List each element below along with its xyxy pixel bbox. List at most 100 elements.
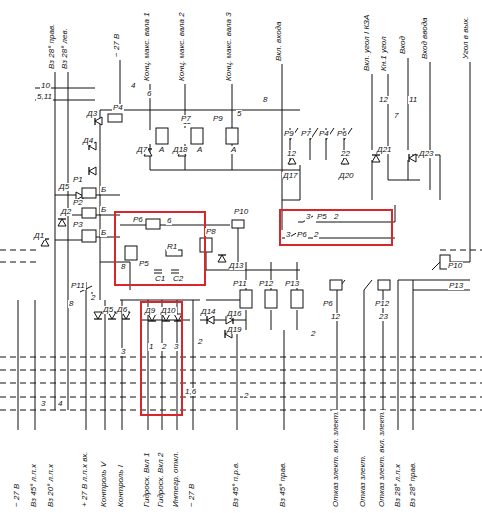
wire — [18, 58, 470, 430]
highlight-frame: 3Р523Р62 — [279, 209, 393, 246]
component-label: Р10 — [233, 208, 249, 216]
signal-name: − 27 В — [113, 33, 121, 58]
signal-name: Гидросх. Вкл 2 — [157, 452, 165, 508]
bus-line-dashed — [0, 250, 482, 410]
component-label: 12 — [286, 150, 297, 158]
component-label: А — [230, 146, 237, 154]
component-label: 6 — [166, 217, 172, 225]
diode-symbol — [89, 167, 96, 175]
diode-symbol — [58, 219, 66, 226]
component-label: 5 — [236, 110, 242, 118]
component-label: 3 — [173, 343, 179, 351]
component-label: Д1 — [33, 232, 45, 240]
signal-name: Вкл. входа — [275, 21, 283, 62]
component-label: 22 — [340, 150, 351, 158]
component-label: Д21 — [376, 146, 393, 154]
component-label: Д14 — [200, 308, 217, 316]
component-label: 3 — [305, 213, 311, 221]
diode-symbol — [341, 157, 349, 164]
signal-name: − 27 В — [13, 483, 21, 508]
wire — [337, 262, 470, 430]
wire — [120, 225, 300, 330]
relay-coil — [82, 114, 450, 308]
diode-symbol — [207, 316, 214, 324]
component-label: Б — [100, 206, 107, 214]
component-label: Д7 — [136, 146, 148, 154]
signal-name: Отказ злект. вкл. злект. — [332, 410, 340, 508]
component-label: Р11 — [70, 282, 86, 290]
relay-coil — [82, 230, 96, 242]
component-label: Д10 — [160, 307, 177, 315]
capacitor-symbol — [154, 270, 179, 273]
signal-name: Контроль V — [100, 461, 108, 508]
diode-symbol — [94, 312, 102, 319]
diode-symbol — [41, 239, 49, 246]
signal-name: Вз 45° л.п.х — [30, 463, 38, 508]
wire — [35, 88, 300, 262]
diode-symbol — [341, 157, 349, 164]
diode-symbol — [206, 316, 207, 324]
component-label: 3 — [285, 231, 291, 239]
component-label: А — [158, 146, 165, 154]
diode-symbol — [94, 318, 102, 319]
signal-name: Гидросх. Вкл 1 — [143, 452, 151, 508]
relay-coil — [82, 208, 96, 218]
bus-line-dashed — [0, 250, 482, 410]
component-label: 4 — [130, 82, 136, 90]
signal-name: Вз 20° л.п.х — [47, 463, 55, 508]
component-label: Р6 — [322, 300, 334, 308]
component-label: 6 — [146, 90, 152, 98]
diode-symbol — [88, 167, 89, 175]
diode-symbol — [95, 117, 102, 125]
diode-symbol — [218, 254, 226, 255]
signal-name: Вз 28° л.п.х — [394, 463, 402, 508]
component-label: 3 — [120, 348, 126, 356]
highlight-frame: Д9Д10123 — [140, 301, 183, 416]
diode-symbol — [162, 314, 170, 321]
component-label: Р7 — [180, 115, 192, 123]
signal-name: Вз 45° прав. — [279, 461, 287, 508]
component-label: Р1 — [72, 176, 84, 184]
component-label: Р2 — [72, 199, 84, 207]
relay-coil — [125, 246, 137, 260]
component-label: 3 — [40, 400, 46, 408]
component-label: Р6 — [336, 130, 348, 138]
signal-name: Вз 28° прав. — [48, 23, 56, 70]
component-label: Р8 — [205, 228, 217, 236]
component-label: Д2 — [60, 208, 72, 216]
diode-symbol — [372, 154, 380, 155]
component-label: 11 — [408, 96, 418, 104]
component-label: 1,6 — [184, 388, 197, 396]
diode-symbol — [89, 167, 96, 175]
component-label: 12 — [378, 96, 389, 104]
component-label: Р12 — [374, 300, 390, 308]
diode-symbol — [148, 314, 156, 321]
component-label: 2 — [310, 330, 316, 338]
diode-symbol — [122, 318, 130, 319]
signal-name: Вход — [399, 35, 407, 55]
highlight-frame: Р6Р5R1С1С268 — [114, 211, 206, 286]
component-label: Д20 — [338, 172, 355, 180]
component-label: 5,11 — [36, 93, 53, 101]
diode-symbol — [162, 320, 170, 321]
component-label: Д17 — [282, 172, 299, 180]
signal-name: Вход ввода — [421, 16, 429, 60]
signal-name: − 27 В — [188, 483, 196, 508]
diode-symbol — [288, 157, 296, 164]
diode-symbol — [94, 117, 95, 125]
signal-name: Отказ злект. — [359, 454, 367, 508]
component-label: Р5 — [138, 260, 150, 268]
component-label: Д23 — [418, 150, 435, 158]
wire — [120, 300, 246, 320]
relay-coil — [108, 114, 122, 122]
diode-symbol — [162, 314, 170, 321]
diode-symbol — [408, 154, 409, 162]
diode-symbol — [372, 155, 380, 162]
signal-name: Конц. макс. вала 2 — [178, 11, 186, 82]
component-label: Р11 — [232, 280, 248, 288]
signal-name: Вз 28° прав. — [409, 461, 417, 508]
signal-name: Отказ злект. вкл. злект. — [378, 410, 386, 508]
relay-coil — [226, 128, 238, 144]
diode-symbol — [108, 318, 116, 319]
signal-name: Интегр. откл. — [172, 450, 180, 508]
